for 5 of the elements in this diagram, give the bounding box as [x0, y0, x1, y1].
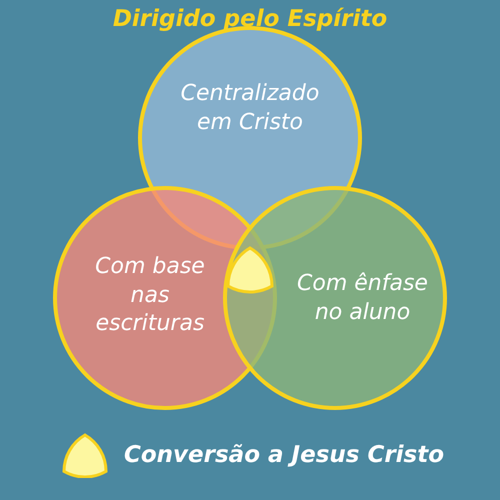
circle-label: Centralizado em Cristo: [180, 80, 320, 137]
legend-text: Conversão a Jesus Cristo: [124, 442, 444, 468]
circle-label: Com base nas escrituras: [94, 253, 206, 338]
title: Dirigido pelo Espírito: [112, 6, 388, 32]
circle-label: Com ênfase no aluno: [296, 270, 429, 327]
